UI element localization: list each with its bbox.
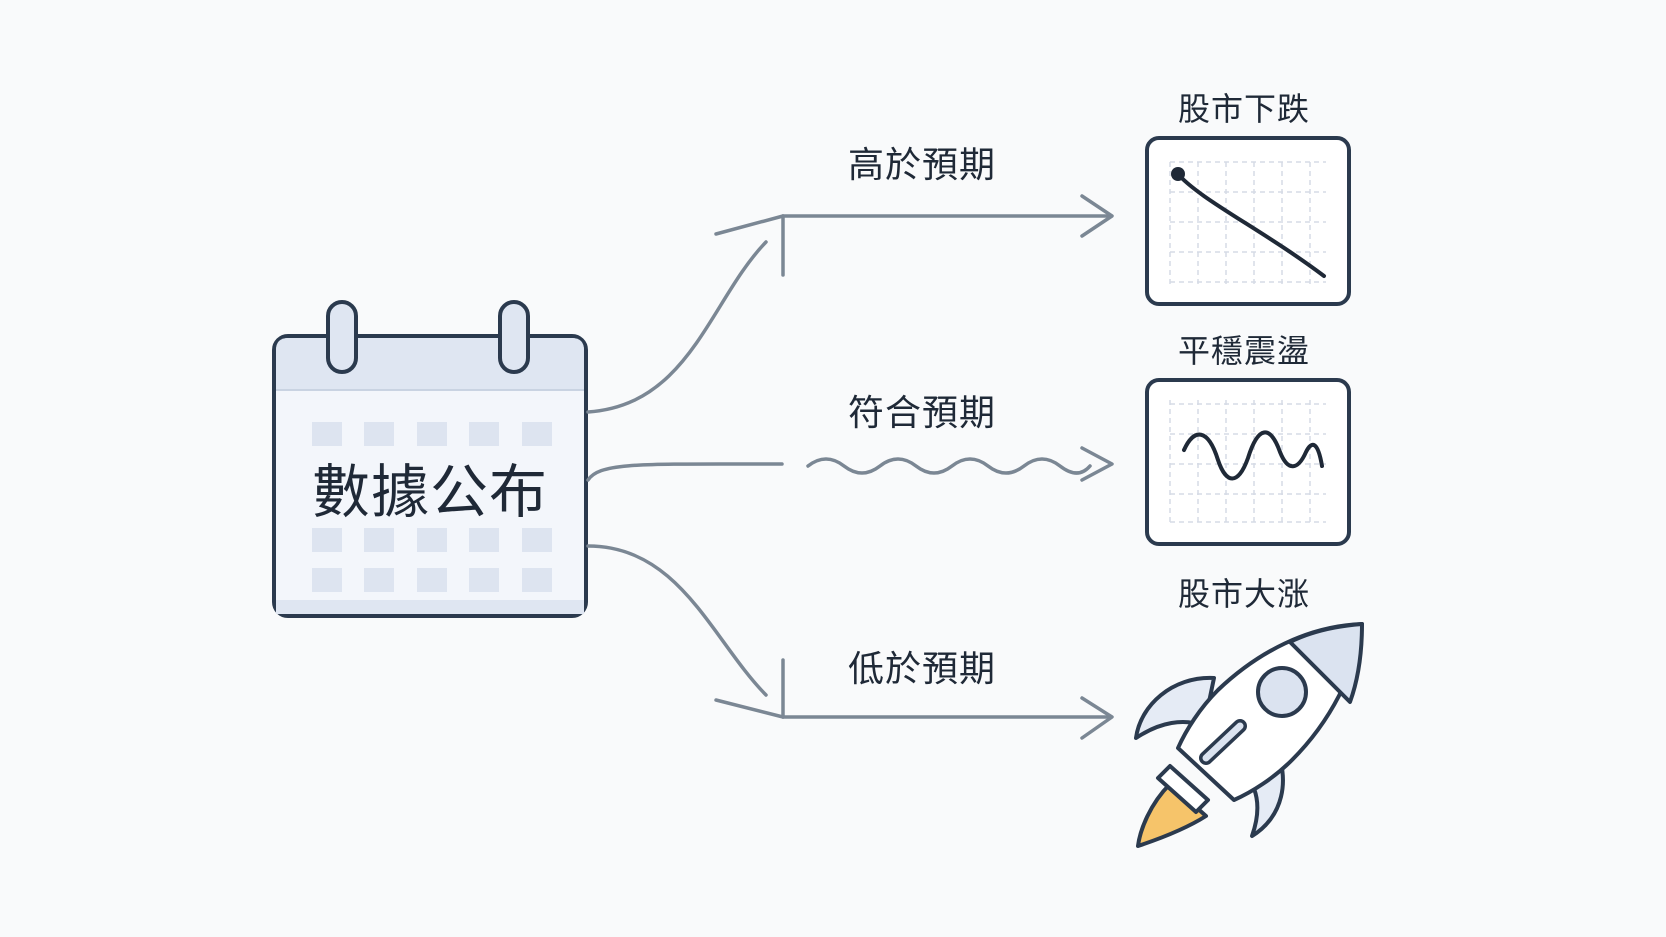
connector-middle-wave <box>806 457 1092 475</box>
branch-label-above-expectation: 高於預期 <box>847 145 997 186</box>
rocket-icon <box>1134 622 1364 848</box>
connector-middle-curve <box>586 462 784 482</box>
source-label: 數據公布 <box>311 458 549 526</box>
branch-label-below-expectation: 低於預期 <box>847 649 997 690</box>
outcome-label-stable-oscillation: 平穩震盪 <box>1177 332 1311 370</box>
branch-label-meets-expectation: 符合預期 <box>847 393 997 434</box>
connector-upper-arrowhead <box>1080 194 1114 238</box>
connectors <box>586 194 1114 740</box>
calendar-cells <box>312 422 552 592</box>
connector-lower-tick <box>714 698 785 719</box>
calendar-ring-left <box>326 300 358 374</box>
connector-upper-curve <box>586 240 768 414</box>
falling-line-chart-icon <box>1145 136 1351 306</box>
calendar-icon <box>272 300 588 618</box>
connector-lower-curve <box>586 544 768 697</box>
connector-middle-arrowhead <box>1080 446 1114 482</box>
oscillating-wave-chart-icon <box>1145 378 1351 546</box>
outcome-label-market-surges: 股市大涨 <box>1177 575 1311 613</box>
connector-lower-arrowhead <box>1080 696 1114 740</box>
outcome-label-market-falls: 股市下跌 <box>1177 90 1311 128</box>
connector-upper-tick <box>714 214 785 236</box>
calendar-ring-right <box>498 300 530 374</box>
